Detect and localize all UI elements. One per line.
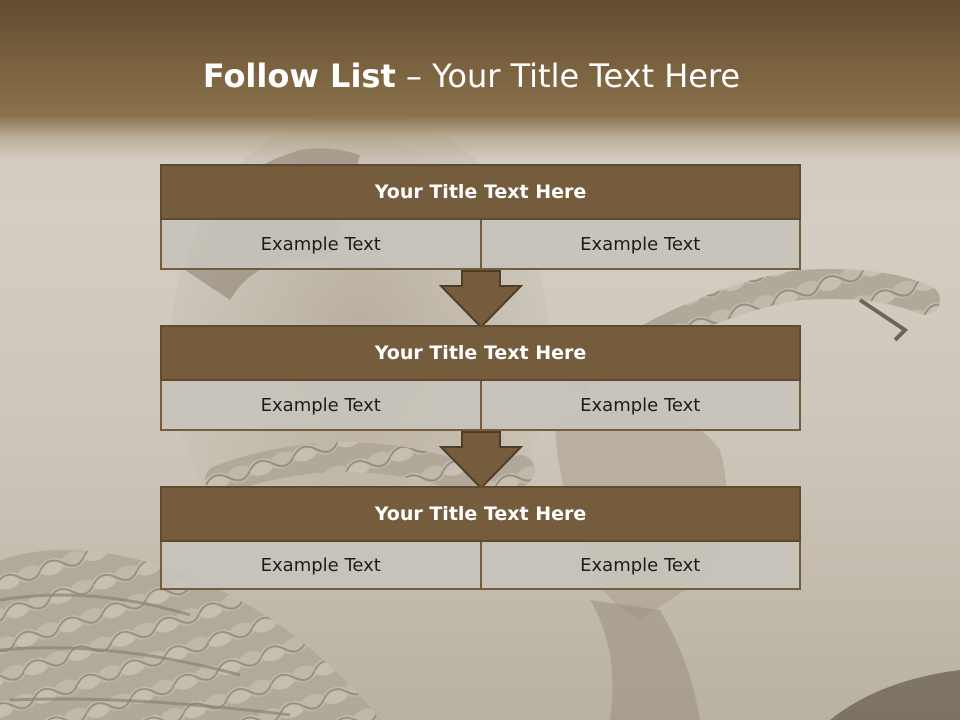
list-block-1: Your Title Text Here Example Text Exampl… — [160, 164, 801, 270]
title-band — [0, 0, 960, 160]
list-block-2: Your Title Text Here Example Text Exampl… — [160, 325, 801, 431]
example-text-cell: Example Text — [160, 220, 482, 270]
block-row: Example Text Example Text — [160, 381, 801, 431]
example-text-cell: Example Text — [160, 542, 482, 590]
block-row: Example Text Example Text — [160, 542, 801, 590]
block-row: Example Text Example Text — [160, 220, 801, 270]
example-text-cell: Example Text — [481, 381, 801, 431]
down-arrow-icon — [439, 270, 523, 328]
slide-title-bold: Follow List — [202, 57, 396, 95]
slide-title: Follow List – Your Title Text Here — [0, 56, 943, 96]
block-title: Your Title Text Here — [160, 486, 801, 542]
down-arrow-icon — [439, 431, 523, 489]
block-title: Your Title Text Here — [160, 325, 801, 381]
example-text-cell: Example Text — [481, 220, 801, 270]
slide-title-rest: – Your Title Text Here — [395, 57, 741, 95]
block-title: Your Title Text Here — [160, 164, 801, 220]
example-text-cell: Example Text — [160, 381, 482, 431]
example-text-cell: Example Text — [481, 542, 801, 590]
list-block-3: Your Title Text Here Example Text Exampl… — [160, 486, 801, 590]
